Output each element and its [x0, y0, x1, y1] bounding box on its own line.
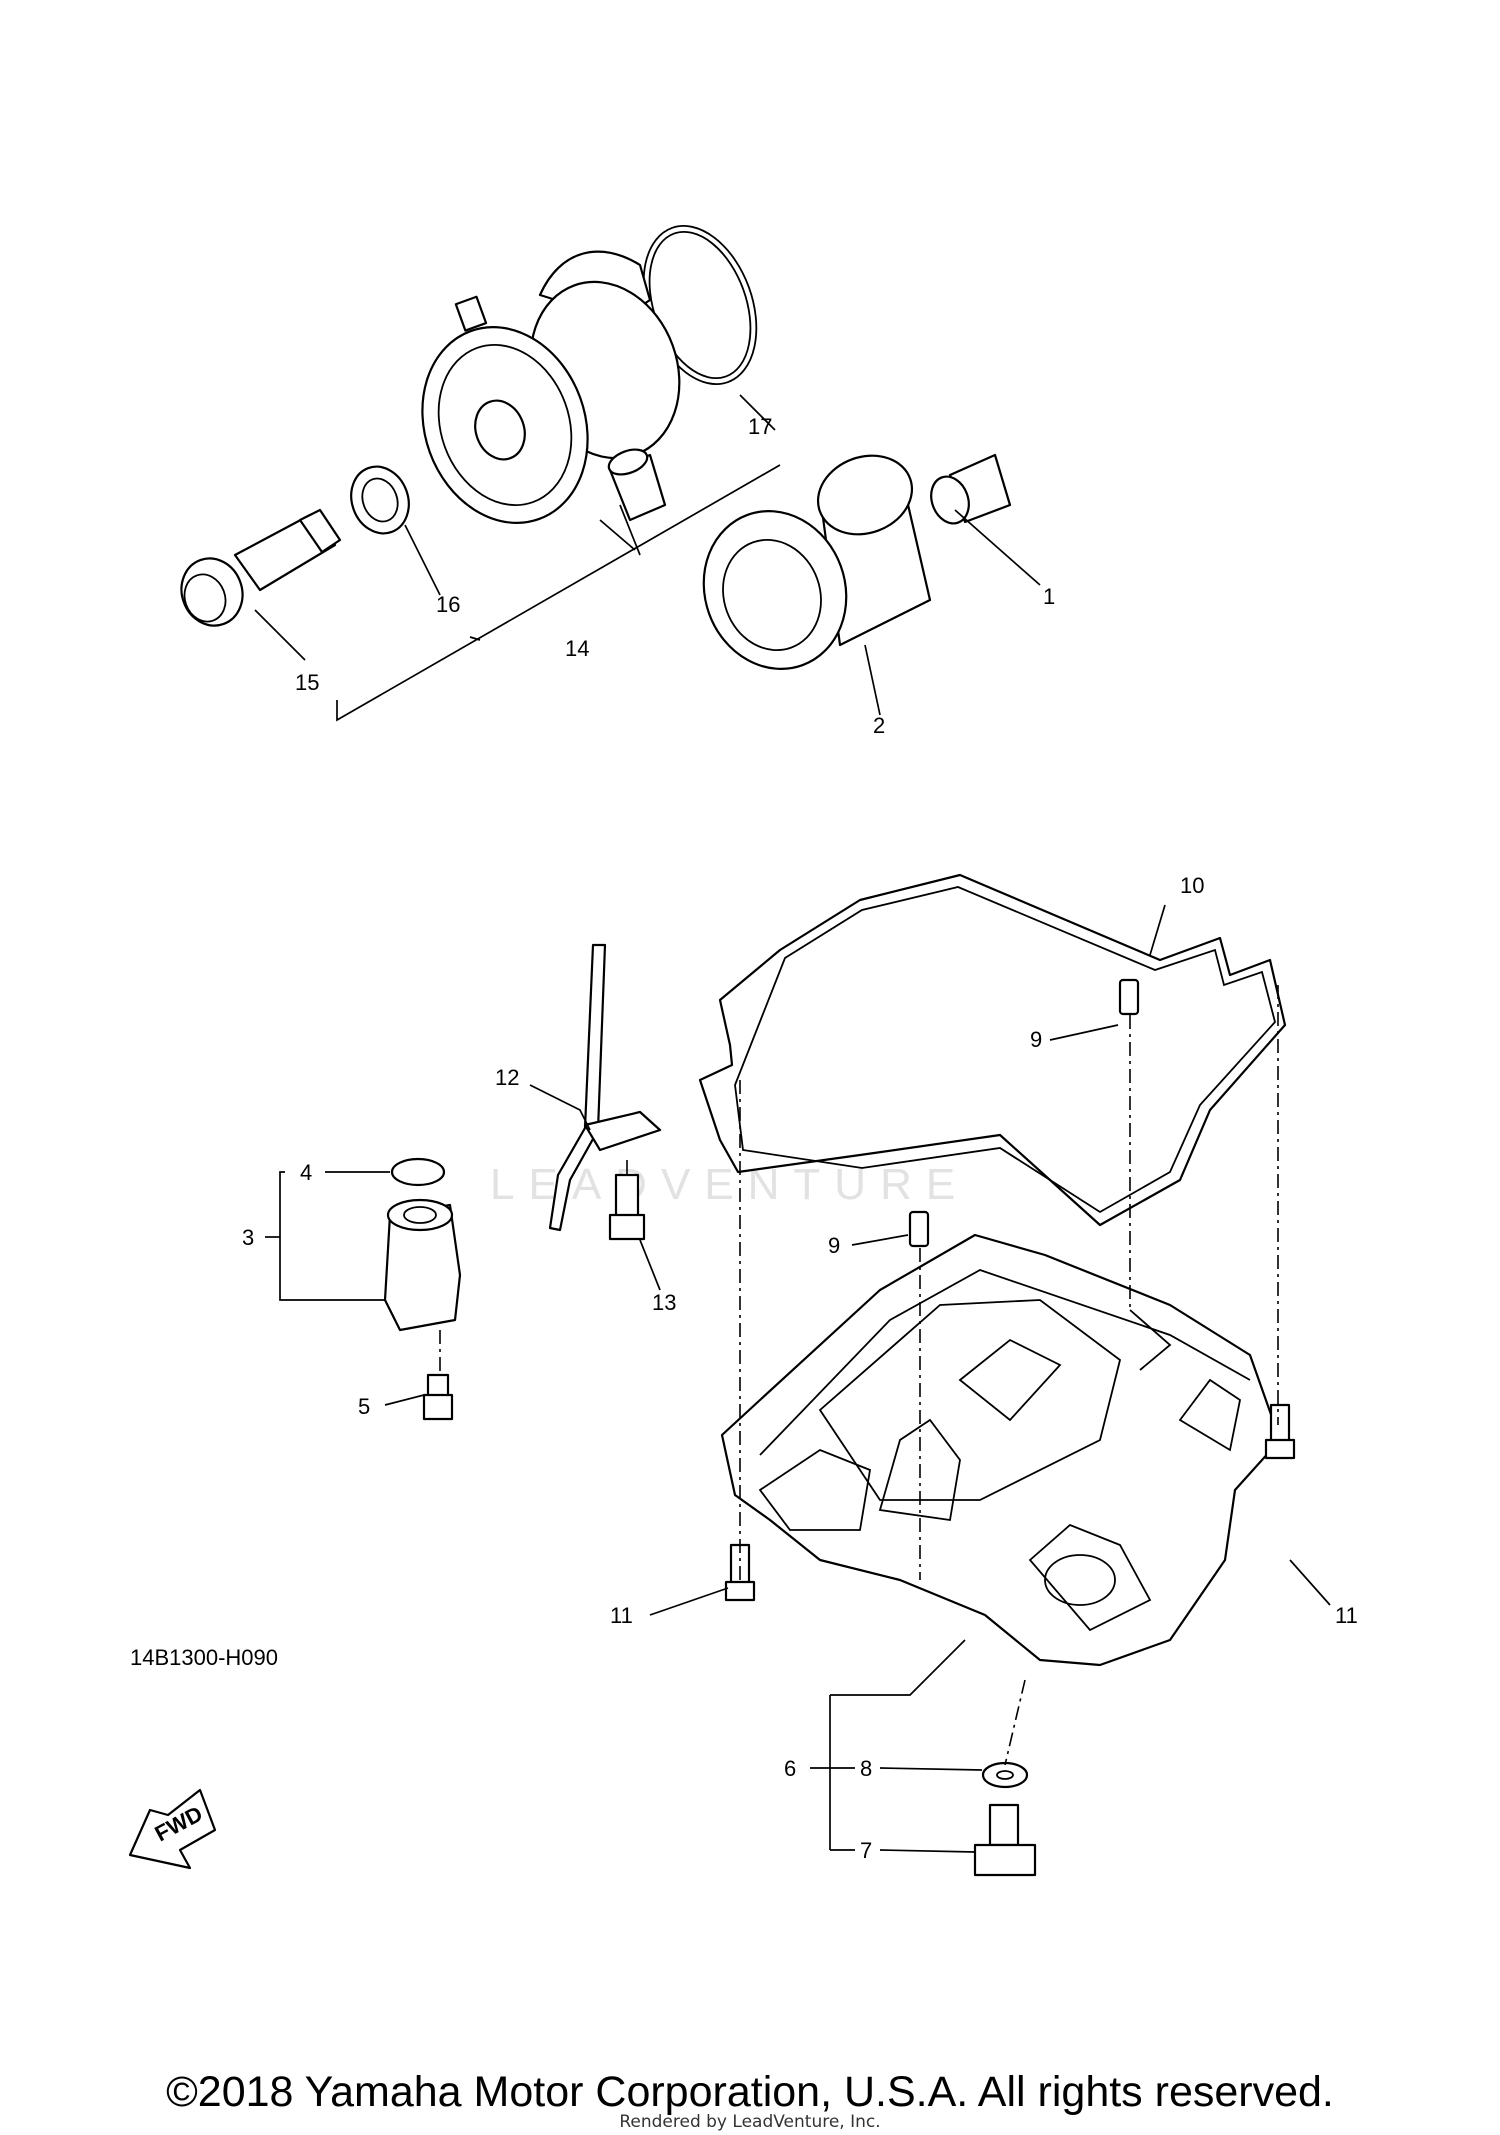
oil-pan	[720, 1233, 1282, 1667]
callout-14: 14	[565, 636, 589, 661]
callout-6: 6	[784, 1756, 796, 1781]
washer-8	[981, 1761, 1029, 1789]
drain-bolt-7	[973, 1803, 1037, 1877]
rendered-by-notice: Rendered by LeadVenture, Inc.	[619, 2112, 881, 2132]
oil-filter-2	[702, 454, 932, 670]
alignment-line	[1004, 1679, 1026, 1766]
callout-7: 7	[860, 1838, 872, 1863]
dowel-9-upper	[1118, 978, 1140, 1016]
callout-2: 2	[873, 713, 885, 738]
callout-3: 3	[242, 1225, 254, 1250]
callout-10: 10	[1180, 873, 1204, 898]
callout-5: 5	[358, 1394, 370, 1419]
relief-valve-3	[383, 1157, 462, 1421]
callout-11-left: 11	[610, 1603, 633, 1628]
callout-16: 16	[436, 592, 460, 617]
bolt-11-left	[724, 1543, 756, 1602]
copyright-notice: ©2018 Yamaha Motor Corporation, U.S.A. A…	[166, 2068, 1334, 2116]
callout-13: 13	[652, 1290, 676, 1315]
callout-9-lower: 9	[828, 1233, 840, 1258]
callout-4: 4	[300, 1160, 312, 1185]
oil-cooler-14	[421, 250, 681, 524]
diagram-code: 14B1300-H090	[130, 1645, 279, 1670]
dipstick-12	[548, 943, 662, 1232]
callout-8: 8	[860, 1756, 872, 1781]
gasket-16	[350, 465, 410, 535]
dowel-9-lower	[908, 1210, 930, 1248]
callout-17: 17	[748, 414, 772, 439]
callout-15: 15	[295, 670, 319, 695]
bolt-11-right	[1264, 1403, 1296, 1460]
oil-pan-gasket-10	[698, 873, 1287, 1227]
callout-1: 1	[1043, 584, 1055, 609]
leader-lines	[254, 394, 1331, 1853]
fitting-1	[930, 453, 1012, 525]
callout-11-right: 11	[1335, 1603, 1358, 1628]
union-bolt-15	[180, 508, 342, 627]
callout-12: 12	[495, 1065, 519, 1090]
callout-9-upper: 9	[1030, 1027, 1042, 1052]
forward-arrow-icon: FWD	[128, 1788, 217, 1870]
bolt-13	[608, 1173, 646, 1241]
